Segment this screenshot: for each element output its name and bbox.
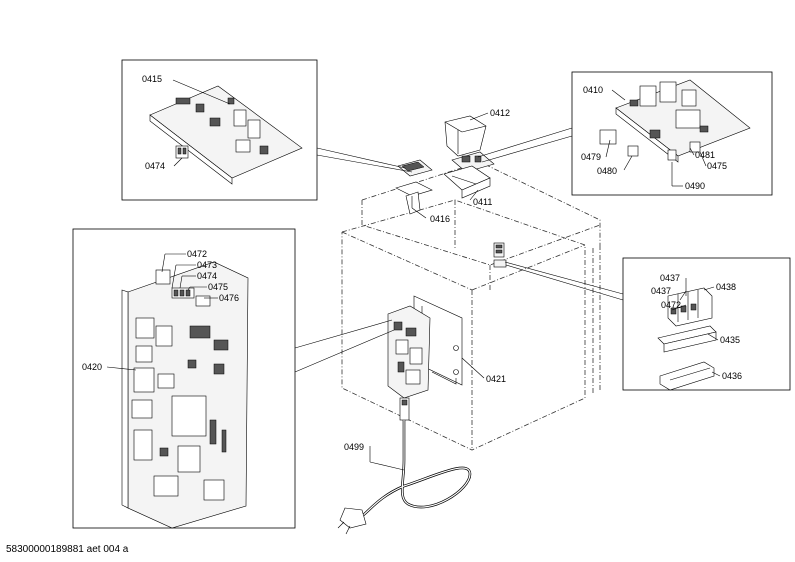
callout-0436: 0436 (722, 371, 742, 381)
callout-0472-right: 0472 (661, 300, 681, 310)
callout-0474-top: 0474 (145, 161, 165, 171)
detail-box-terminal (622, 257, 791, 391)
board-0420-small (387, 305, 431, 399)
terminal-block-small (493, 242, 507, 268)
callout-0412: 0412 (490, 108, 510, 118)
callout-0435: 0435 (720, 335, 740, 345)
callout-0499: 0499 (344, 442, 364, 452)
callout-0474-left: 0474 (197, 271, 217, 281)
leader-lines (106, 79, 721, 471)
callout-0411: 0411 (473, 197, 492, 207)
callout-0415: 0415 (142, 74, 162, 84)
appliance-housing (341, 161, 601, 451)
callout-0437-upper: 0437 (660, 273, 680, 283)
detail-box-module-0410 (571, 71, 773, 196)
bracket-0411 (443, 165, 491, 199)
callout-0437-lower: 0437 (651, 286, 671, 296)
power-cord-0499 (337, 397, 472, 535)
detail-box-board-0420 (72, 228, 296, 529)
callout-0479: 0479 (581, 152, 601, 162)
callout-0490: 0490 (685, 181, 705, 191)
callout-0421: 0421 (486, 374, 506, 384)
callout-0475-top: 0475 (707, 161, 727, 171)
holder-0416 (395, 181, 433, 215)
callout-0476: 0476 (219, 293, 239, 303)
detail-box-module-0415 (121, 59, 318, 201)
callout-0472-left: 0472 (187, 249, 207, 259)
callout-0473: 0473 (197, 260, 217, 270)
callout-labels: 0415 0474 0412 0411 0416 0410 0479 0480 … (82, 74, 742, 452)
callout-0481: 0481 (695, 150, 715, 160)
callout-0416: 0416 (430, 214, 450, 224)
module-0410-small (451, 151, 495, 173)
module-0415-small (397, 159, 433, 177)
callout-0410: 0410 (583, 85, 603, 95)
callout-0480: 0480 (597, 166, 617, 176)
cover-0412 (444, 115, 487, 157)
callout-0438: 0438 (716, 282, 736, 292)
callout-0475-left: 0475 (208, 282, 228, 292)
callout-0420: 0420 (82, 362, 102, 372)
drawing-number-footer: 58300000189881 aet 004 a (6, 544, 129, 555)
